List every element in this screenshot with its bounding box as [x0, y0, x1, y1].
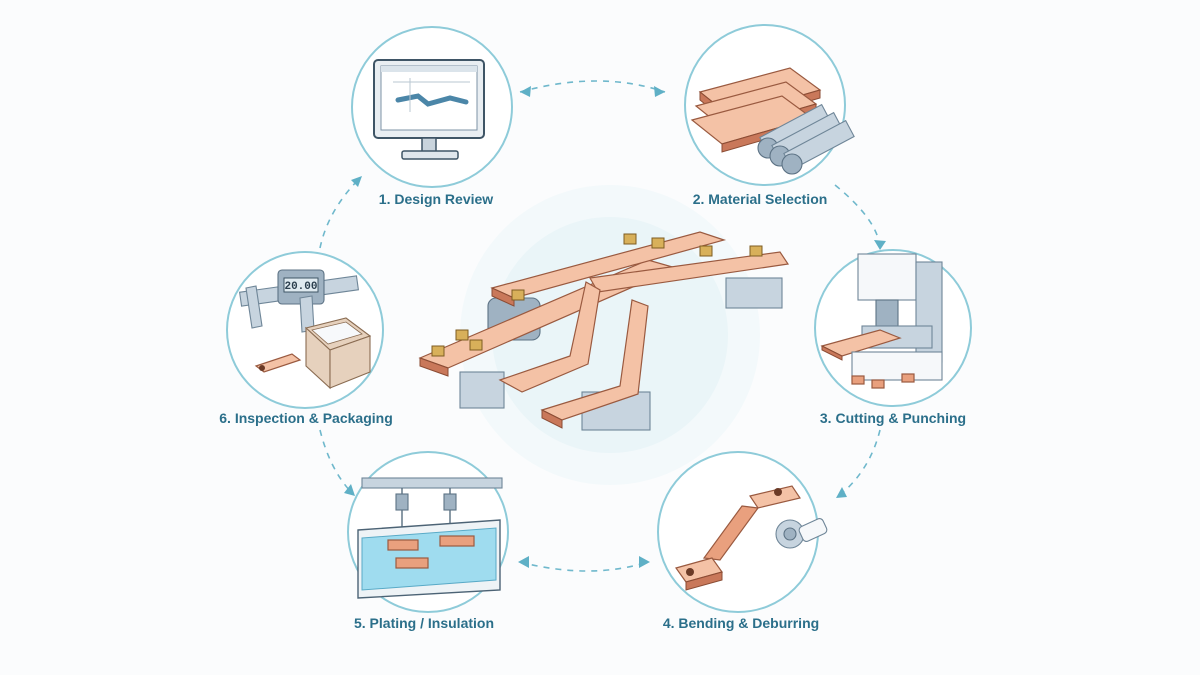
step-3-node	[814, 249, 972, 407]
step-1-label: 1. Design Review	[378, 191, 494, 207]
arrow-3-to-4	[839, 429, 881, 496]
step-4-label: 4. Bending & Deburring	[662, 615, 820, 631]
step-1-node	[351, 26, 513, 188]
monitor-cad-icon	[373, 59, 485, 160]
copper-sheets-icon	[690, 67, 855, 175]
step-2-node	[684, 24, 855, 186]
arrow-2-to-3	[834, 184, 881, 249]
arrow-6-to-1	[319, 177, 361, 249]
copper-busbar-assembly-icon	[418, 231, 790, 431]
cycle-arrows	[319, 80, 886, 572]
caliper-box-icon	[238, 269, 372, 390]
punch-press-icon	[820, 253, 943, 389]
plating-tank-icon	[357, 477, 503, 599]
step-6-label: 6. Inspection & Packaging	[219, 410, 393, 426]
bent-busbar-icon	[675, 485, 828, 591]
step-5-node	[347, 451, 509, 613]
step-4-node	[657, 451, 828, 613]
step-2-label: 2. Material Selection	[692, 191, 828, 207]
step-3-label: 3. Cutting & Punching	[819, 410, 967, 426]
arrow-6-to-5	[319, 429, 353, 494]
step-5-label: 5. Plating / Insulation	[353, 615, 495, 631]
arrow-1-to-2	[519, 80, 666, 93]
arrow-4-to-5	[519, 561, 649, 572]
step-6-node: 20.00	[226, 251, 384, 409]
caliper-readout: 20.00	[284, 281, 317, 293]
